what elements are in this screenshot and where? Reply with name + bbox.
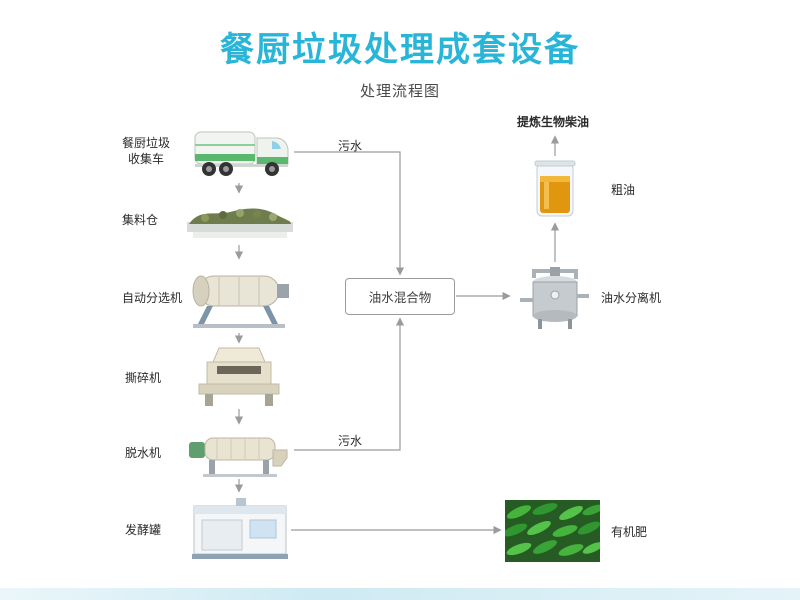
collection-bin-image — [185, 196, 295, 244]
step-label-dewatering-machine: 脱水机 — [125, 446, 162, 460]
biodiesel-label: 提炼生物柴油 — [517, 115, 590, 129]
organic-fertilizer-image — [505, 500, 600, 562]
collection-truck-image — [193, 120, 293, 182]
separator-label: 油水分离机 — [601, 291, 662, 305]
footer-strip — [0, 588, 800, 600]
step-label-shredder: 撕碎机 — [125, 371, 162, 385]
sorting-machine-image — [185, 262, 293, 332]
oil-water-mixture-box: 油水混合物 — [345, 278, 455, 315]
step-label-collection-bin: 集料仓 — [122, 213, 159, 227]
page-title: 餐厨垃圾处理成套设备 — [220, 31, 580, 69]
sewage-label-bottom: 污水 — [338, 434, 363, 448]
page-subtitle: 处理流程图 — [359, 83, 440, 100]
oil-water-separator-image — [514, 264, 596, 330]
dewatering-machine-image — [185, 428, 293, 478]
connector-truck-sewage-to-mixture — [294, 151, 405, 276]
sewage-label-top: 污水 — [338, 139, 363, 153]
fertilizer-label: 有机肥 — [611, 525, 648, 539]
step-label-collection-truck: 餐厨垃圾收集车 — [121, 136, 170, 166]
connector-dewater-sewage-to-mixture — [294, 317, 405, 451]
crude-oil-image — [517, 158, 593, 220]
fermentation-tank-image — [190, 496, 290, 564]
step-label-fermentation-tank: 发酵罐 — [125, 523, 162, 537]
shredder-image — [193, 346, 285, 408]
step-label-sorting-machine: 自动分选机 — [122, 291, 183, 305]
crude-oil-label: 粗油 — [611, 183, 636, 197]
